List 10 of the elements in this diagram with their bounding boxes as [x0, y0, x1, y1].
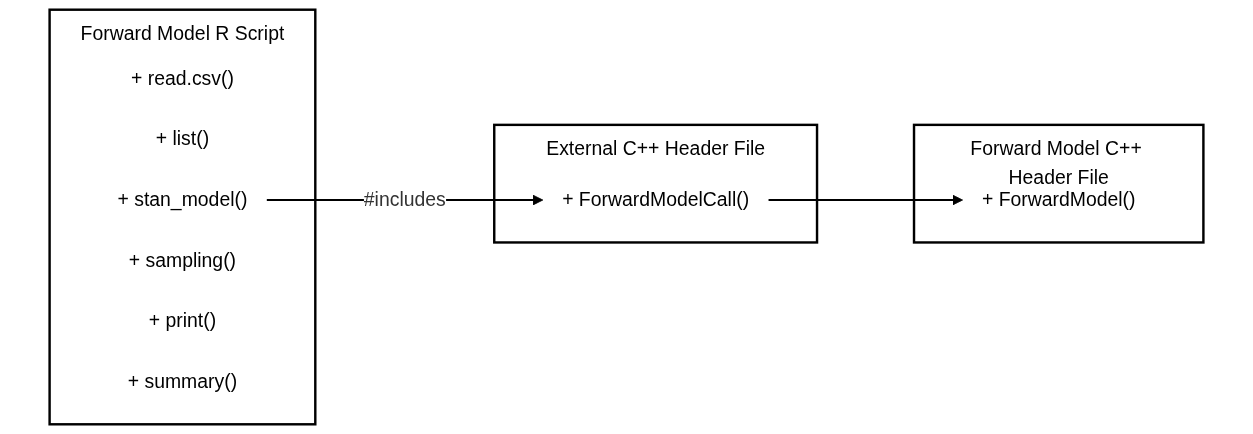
arrow [767, 194, 963, 206]
node-text: + summary() [127, 370, 238, 392]
node-text: + print() [148, 310, 217, 331]
node-text: + stan_model() [117, 189, 248, 210]
edge-label: #includes [363, 189, 446, 210]
node-text: + list() [155, 128, 210, 150]
node-text: + ForwardModel() [981, 189, 1136, 210]
node-text: + ForwardModelCall() [562, 189, 750, 210]
node-text: + read.csv() [130, 67, 234, 89]
node-text: + sampling() [128, 249, 237, 271]
